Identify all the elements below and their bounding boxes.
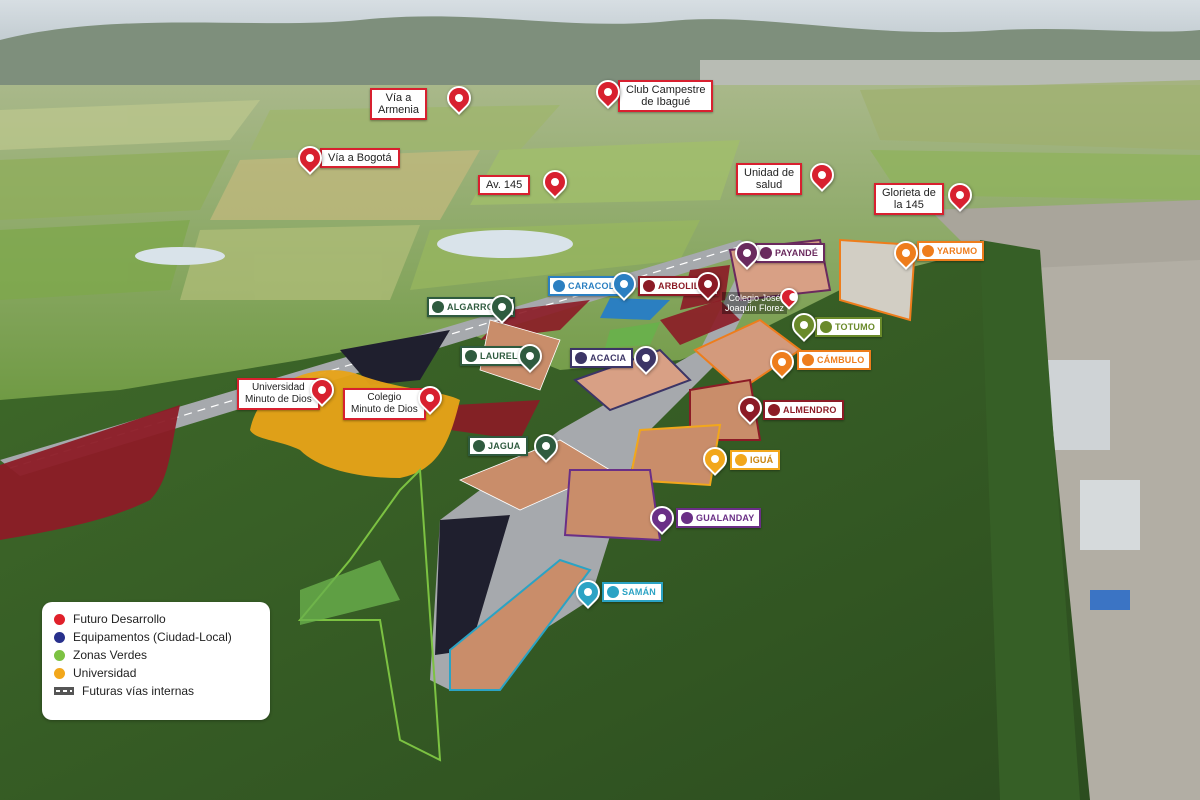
tree-icon bbox=[473, 440, 485, 452]
callout-colegio-minuto: Colegio Minuto de Dios bbox=[343, 388, 426, 420]
legend-item-universidad: Universidad bbox=[54, 664, 258, 682]
map-legend: Futuro Desarrollo Equipamentos (Ciudad-L… bbox=[42, 602, 270, 720]
legend-item-vias: Futuras vías internas bbox=[54, 682, 258, 700]
tree-icon bbox=[922, 245, 934, 257]
legend-swatch bbox=[54, 667, 65, 679]
tag-almendro[interactable]: ALMENDRO bbox=[763, 400, 844, 420]
note-colegio-jose: Colegio José Joaquin Florez bbox=[722, 292, 788, 314]
lake bbox=[437, 230, 573, 258]
tag-payande[interactable]: PAYANDÉ bbox=[755, 243, 826, 263]
tag-acacia[interactable]: ACACIA bbox=[570, 348, 634, 368]
tree-icon bbox=[553, 280, 565, 292]
callout-club-campestre: Club Campestre de Ibagué bbox=[618, 80, 714, 112]
zona-verde-2 bbox=[300, 560, 400, 625]
equipamentos-zone-3 bbox=[600, 298, 670, 320]
tag-yarumo[interactable]: YARUMO bbox=[917, 241, 985, 261]
legend-swatch bbox=[54, 631, 65, 643]
zona-verde-1 bbox=[297, 467, 442, 762]
tag-laurel[interactable]: LAUREL bbox=[460, 346, 525, 366]
legend-item-futuro: Futuro Desarrollo bbox=[54, 610, 258, 628]
callout-via-armenia: Vía a Armenia bbox=[370, 88, 427, 120]
legend-item-equipamentos: Equipamentos (Ciudad-Local) bbox=[54, 628, 258, 646]
tag-jagua[interactable]: JAGUA bbox=[468, 436, 528, 456]
legend-swatch bbox=[54, 613, 65, 625]
futuro-zone-2 bbox=[660, 300, 740, 345]
tree-icon bbox=[820, 321, 832, 333]
futuro-desarrollo-left bbox=[0, 405, 180, 540]
tree-icon bbox=[432, 301, 444, 313]
tag-gualanday[interactable]: GUALANDAY bbox=[676, 508, 762, 528]
tree-icon bbox=[575, 352, 587, 364]
tree-icon bbox=[735, 454, 747, 466]
callout-unidad-salud: Unidad de salud bbox=[736, 163, 803, 195]
callout-universidad: Universidad Minuto de Dios bbox=[237, 378, 320, 410]
road-swatch-icon bbox=[54, 687, 74, 695]
equipamentos-zone-1 bbox=[340, 330, 450, 385]
tag-totumo[interactable]: TOTUMO bbox=[815, 317, 883, 337]
callout-av-145: Av. 145 bbox=[478, 175, 531, 195]
callout-glorieta-145: Glorieta de la 145 bbox=[874, 183, 944, 215]
zona-verde-3 bbox=[605, 322, 660, 348]
tag-saman[interactable]: SAMÁN bbox=[602, 582, 663, 602]
tree-icon bbox=[465, 350, 477, 362]
tree-icon bbox=[681, 512, 693, 524]
tag-igua[interactable]: IGUÁ bbox=[730, 450, 781, 470]
tree-icon bbox=[768, 404, 780, 416]
lake-small bbox=[135, 247, 225, 265]
tree-icon bbox=[802, 354, 814, 366]
legend-item-zonas-verdes: Zonas Verdes bbox=[54, 646, 258, 664]
equipamentos-zone-2 bbox=[435, 515, 510, 655]
tag-cambulo[interactable]: CÁMBULO bbox=[797, 350, 872, 370]
tree-icon bbox=[643, 280, 655, 292]
futuro-zone-3 bbox=[450, 400, 540, 440]
callout-via-bogota: Vía a Bogotá bbox=[320, 148, 400, 168]
legend-swatch bbox=[54, 649, 65, 661]
tree-icon bbox=[760, 247, 772, 259]
forest-edge-right bbox=[980, 240, 1080, 800]
tree-icon bbox=[607, 586, 619, 598]
